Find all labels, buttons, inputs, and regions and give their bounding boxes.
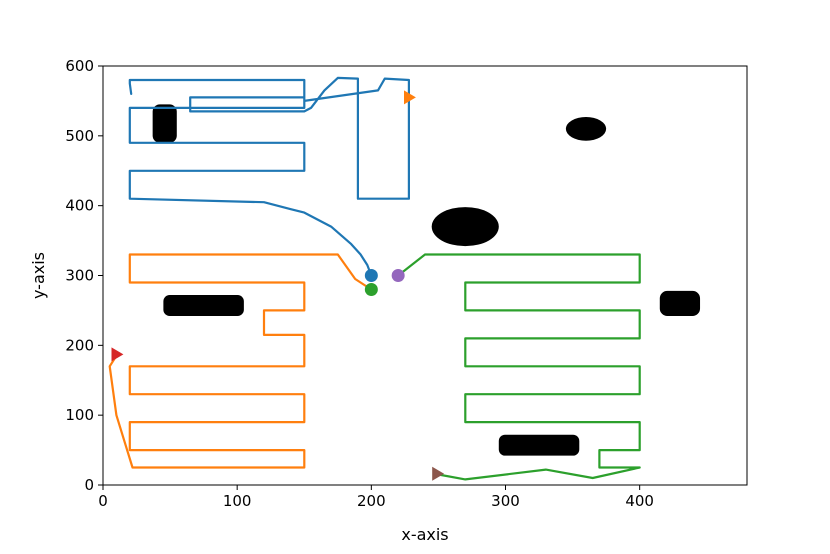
start-marker-1: [364, 282, 378, 296]
y-tick-label-500: 500: [65, 127, 94, 145]
series-line-2: [397, 253, 641, 481]
x-tick-label-200: 200: [357, 492, 386, 510]
obstacle-3: [659, 290, 701, 317]
obstacle-0: [152, 104, 177, 143]
y-tick-label-0: 0: [84, 476, 94, 494]
x-tick-label-300: 300: [491, 492, 520, 510]
x-tick-label-100: 100: [223, 492, 252, 510]
y-tick-label-100: 100: [65, 406, 94, 424]
series-line-0: [128, 76, 410, 277]
obstacle-5: [565, 116, 607, 141]
obstacles-layer: [152, 104, 701, 456]
x-tick-label-0: 0: [98, 492, 108, 510]
y-tick-label-400: 400: [65, 197, 94, 215]
start-marker-2: [391, 269, 405, 282]
obstacle-2: [498, 434, 580, 456]
x-tick-label-400: 400: [625, 492, 654, 510]
y-tick-label-600: 600: [65, 57, 94, 75]
x-axis-label: x-axis: [401, 525, 448, 544]
series-layer: [108, 76, 641, 481]
obstacle-1: [163, 295, 244, 317]
series-line-1: [108, 253, 373, 469]
markers-layer: [111, 90, 445, 481]
obstacle-4: [431, 207, 499, 247]
y-tick-label-200: 200: [65, 336, 94, 354]
end-marker-0: [404, 90, 416, 105]
end-marker-2: [432, 466, 445, 481]
y-tick-label-300: 300: [65, 267, 94, 285]
y-axis-label: y-axis: [29, 252, 48, 299]
start-marker-0: [364, 269, 378, 282]
end-marker-1: [111, 347, 124, 362]
ticks-layer: 0 100 200 300 400 0 100 200 300 400 500 600: [65, 57, 654, 510]
